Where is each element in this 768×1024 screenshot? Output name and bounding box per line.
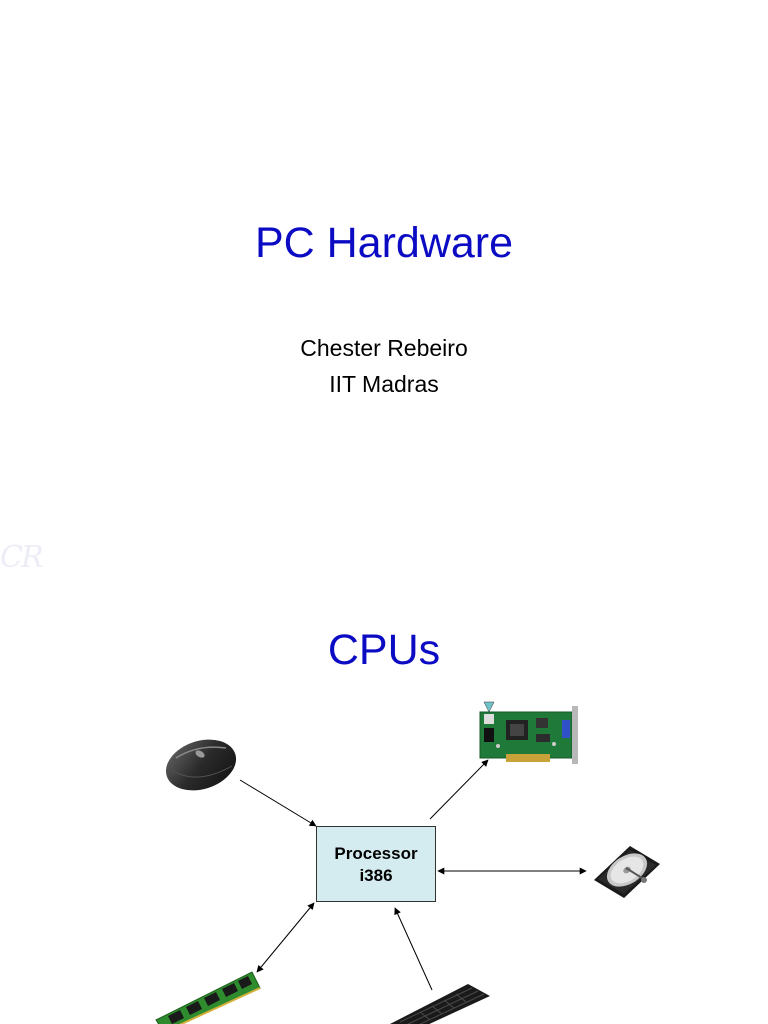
connection-diagram — [239, 759, 587, 991]
affiliation: IIT Madras — [329, 371, 439, 397]
author-name: Chester Rebeiro — [300, 335, 468, 361]
cpus-slide: CPUs Processor i386 — [0, 560, 768, 1024]
ram-module-icon — [155, 971, 261, 1024]
processor-label: Processor — [334, 844, 418, 863]
slide-title-cpus: CPUs — [327, 626, 441, 674]
keyboard-icon — [390, 984, 490, 1024]
mouse-arrow — [239, 779, 317, 827]
title-slide: PC Hardware Chester Rebeiro IIT Madras C… — [0, 219, 514, 575]
processor-model: i386 — [359, 866, 393, 885]
hard-disk-icon — [594, 846, 660, 898]
graphics-arrow — [429, 759, 489, 820]
graphics-card-icon — [479, 701, 578, 764]
cr-watermark: CR — [0, 540, 44, 575]
keyboard-arrow — [394, 907, 433, 991]
processor-box: Processor i386 — [316, 826, 436, 902]
slide-title: PC Hardware — [254, 219, 514, 267]
ram-arrow — [256, 902, 315, 973]
mouse-icon — [165, 739, 237, 791]
